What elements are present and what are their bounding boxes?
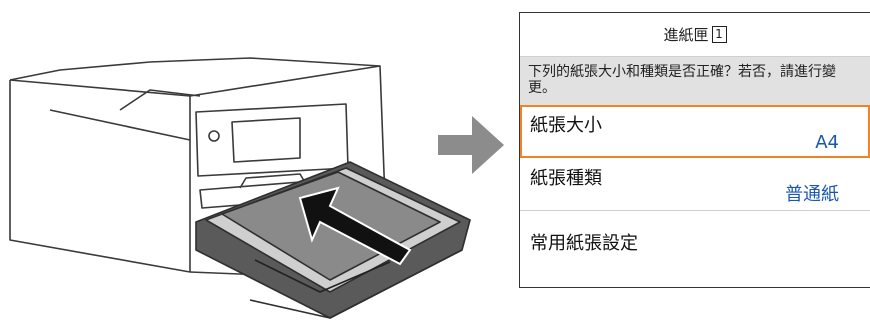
paper-size-label: 紙張大小: [530, 115, 602, 136]
paper-type-label: 紙張種類: [530, 168, 602, 189]
right-arrow-icon: [438, 116, 504, 174]
paper-size-value: A4: [815, 132, 839, 153]
paper-size-row[interactable]: 紙張大小 A4: [520, 105, 870, 158]
paper-setting-panel: 進紙匣 1 下列的紙張大小和種類是否正確？若否，請進行變更。 紙張大小 A4 紙…: [519, 12, 870, 288]
favorite-paper-settings-row[interactable]: 常用紙張設定: [520, 211, 870, 271]
paper-type-row[interactable]: 紙張種類 普通紙: [520, 158, 870, 211]
panel-header: 進紙匣 1: [520, 13, 870, 57]
printer-illustration: [9, 57, 471, 319]
panel-title: 進紙匣: [663, 26, 709, 44]
instruction-text: 下列的紙張大小和種類是否正確？若否，請進行變更。: [520, 57, 870, 105]
tray-number-badge: 1: [711, 26, 727, 43]
favorite-paper-settings-label: 常用紙張設定: [530, 233, 638, 254]
paper-type-value: 普通紙: [785, 184, 839, 205]
insert-arrow-icon: [298, 186, 412, 266]
